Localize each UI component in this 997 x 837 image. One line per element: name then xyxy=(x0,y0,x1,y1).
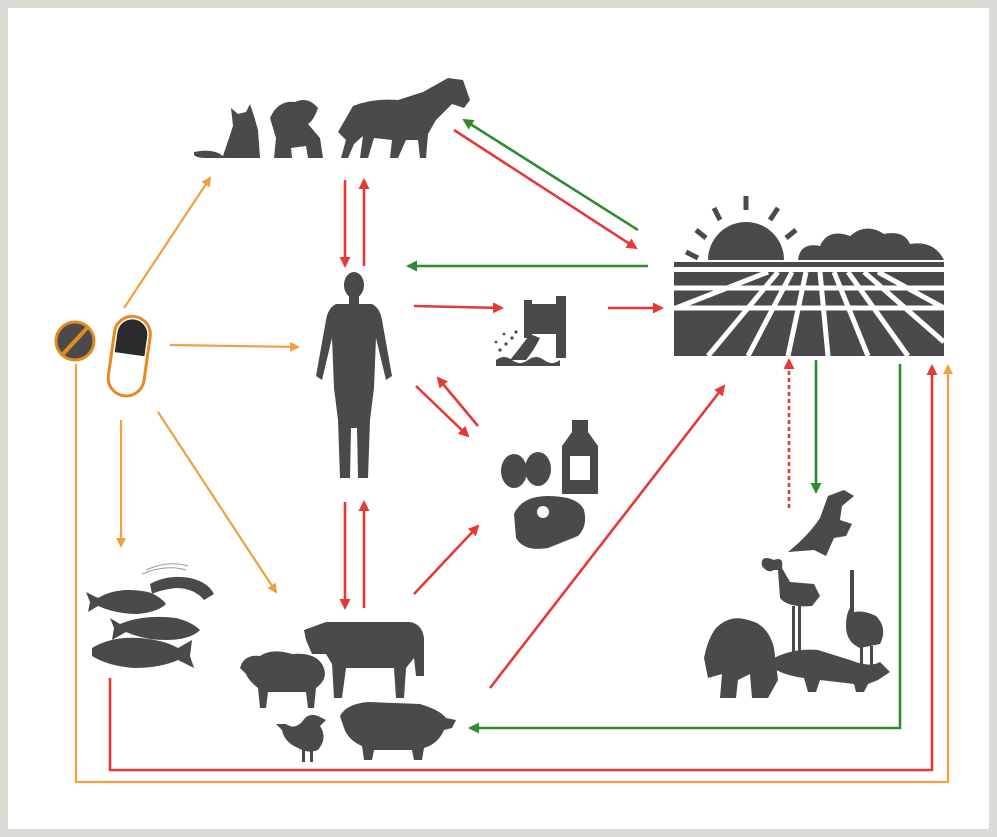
cat-dog-horse-icon xyxy=(194,78,470,158)
wild-animals-icon xyxy=(704,490,890,698)
human-figure-icon xyxy=(316,272,392,478)
farmland-sun-icon xyxy=(674,196,944,356)
cow-sheep-pig-chicken-icon xyxy=(240,622,456,762)
fish-shrimp-icon xyxy=(86,564,214,668)
wastewater-pipe-icon xyxy=(495,296,566,366)
diagram-frame xyxy=(8,8,989,829)
one-health-diagram xyxy=(8,8,989,829)
green-arrows xyxy=(408,120,900,728)
eggs-milk-meat-icon xyxy=(501,420,598,549)
antibiotic-pills-icon xyxy=(56,314,153,398)
